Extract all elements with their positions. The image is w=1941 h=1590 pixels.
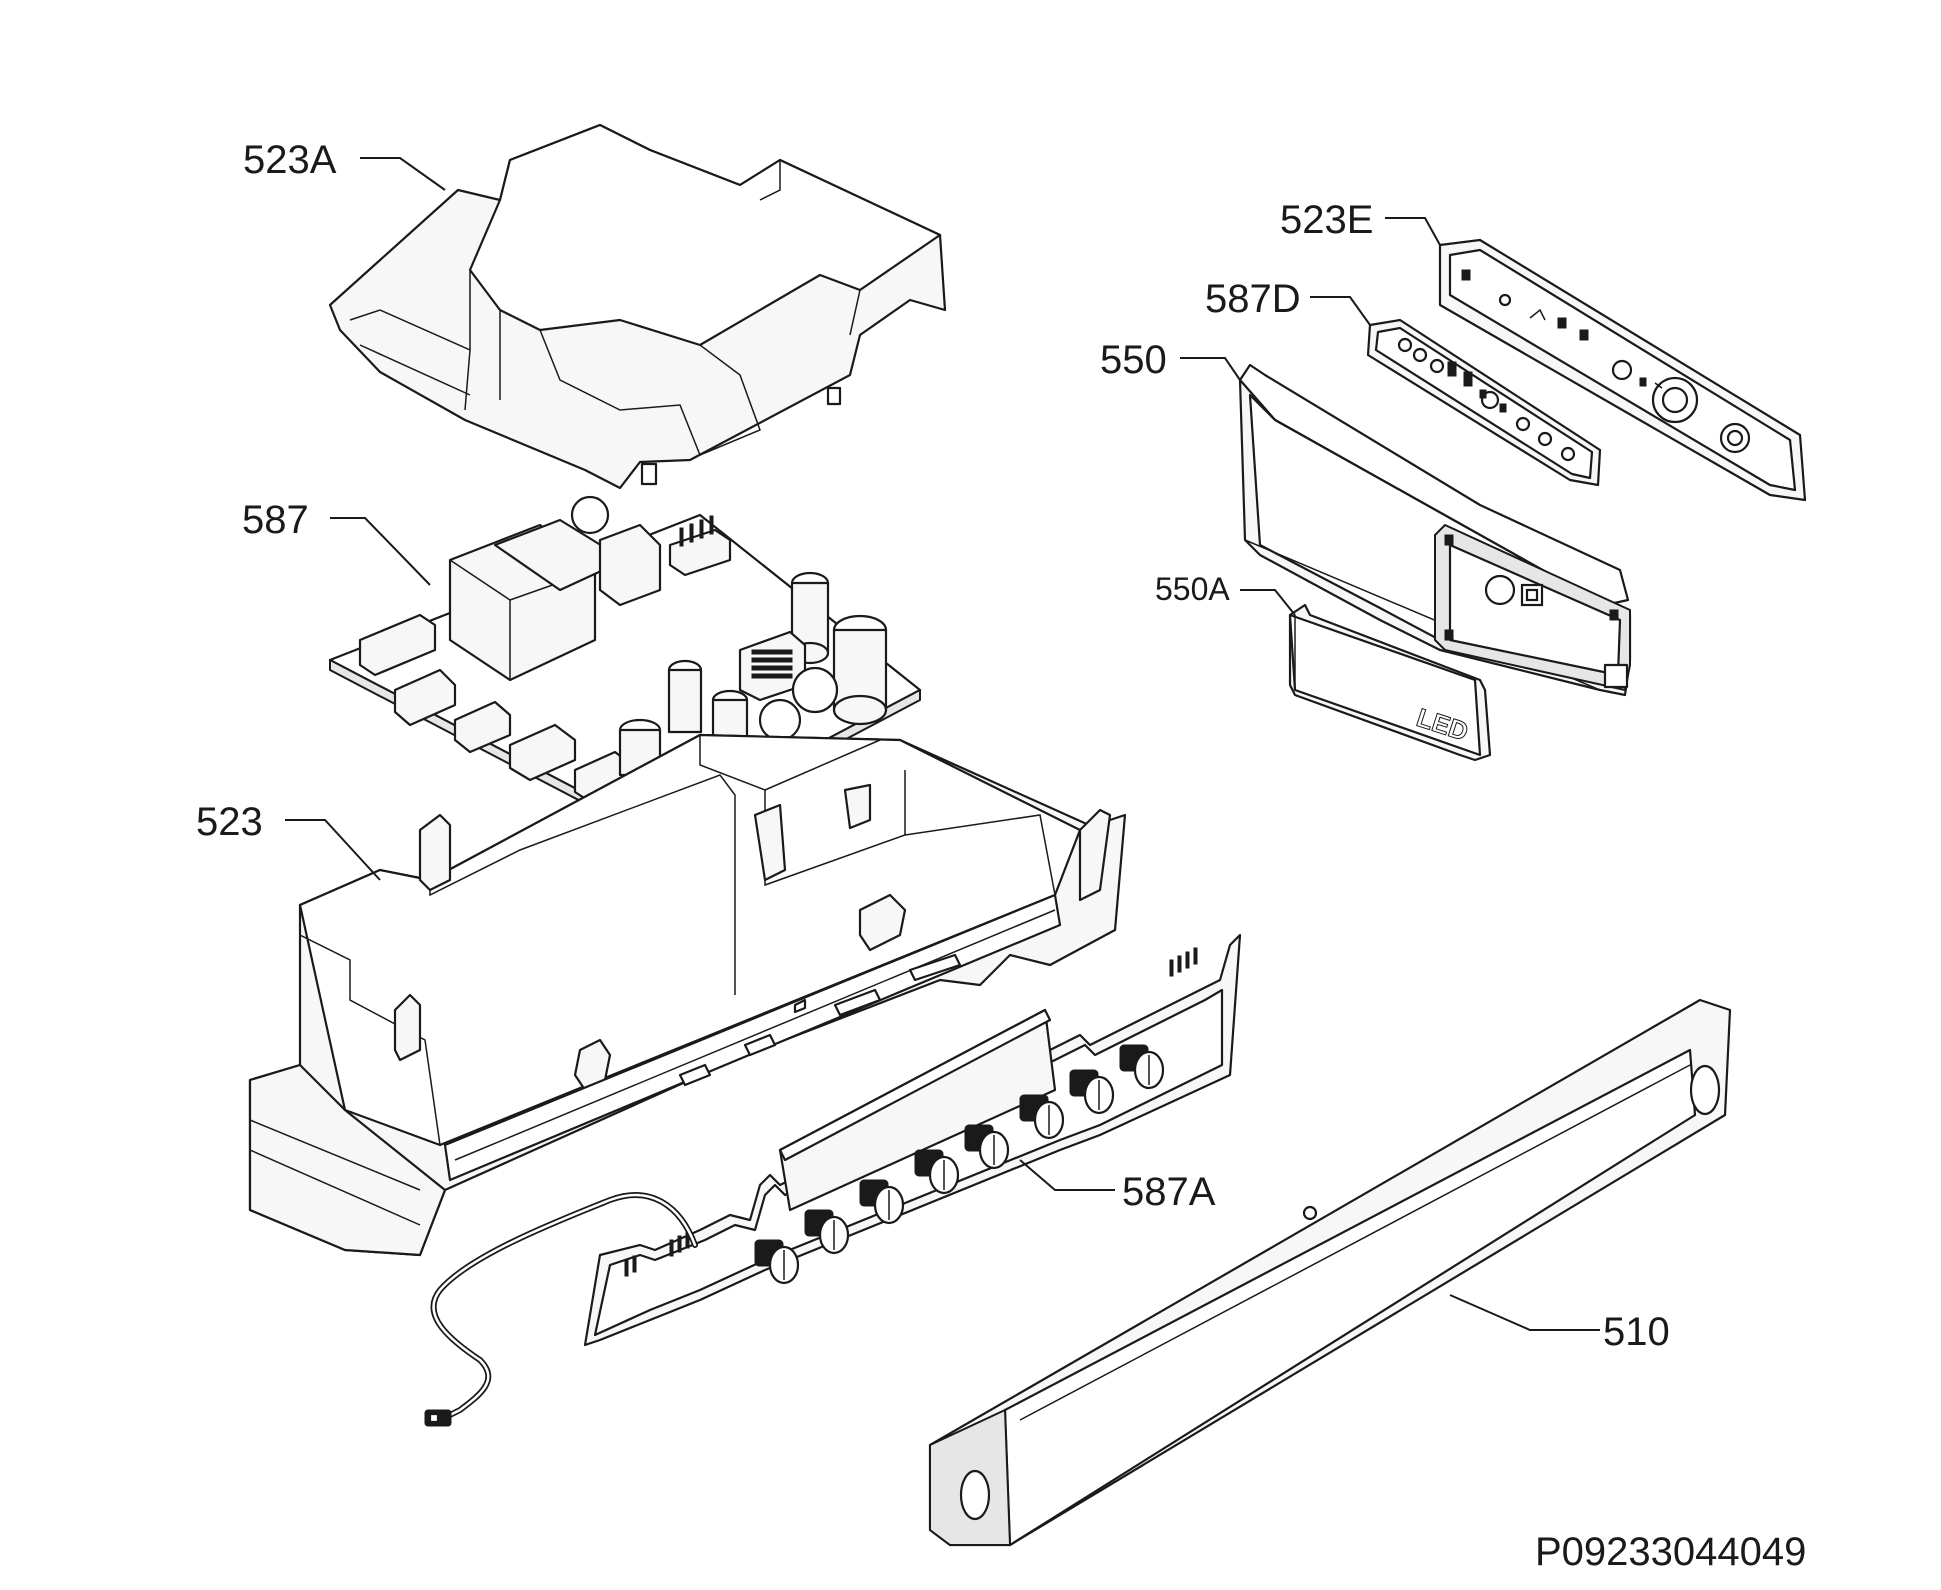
encoder-row [754, 1044, 1165, 1285]
part-labels: 523A 523E 587D 550 587 550A 523 587A 510 [196, 138, 1670, 1354]
label-510: 510 [1603, 1310, 1670, 1354]
label-587A: 587A [1122, 1170, 1216, 1214]
label-587: 587 [242, 498, 309, 542]
drawing-number: P09233044049 [1535, 1530, 1806, 1574]
part-550A-led-cover: LED [1288, 603, 1492, 762]
label-587D: 587D [1205, 277, 1301, 321]
part-523-housing [248, 733, 1127, 1257]
label-550A: 550A [1155, 571, 1230, 607]
label-523: 523 [196, 800, 263, 844]
part-523E-bracket [1438, 238, 1807, 502]
part-523A-top-cover [328, 123, 947, 490]
leader-lines [285, 157, 1600, 1331]
label-550: 550 [1100, 338, 1167, 382]
label-523A: 523A [243, 138, 337, 182]
label-523E: 523E [1280, 198, 1373, 242]
part-587D-small-board [1366, 318, 1602, 487]
part-550-fascia [1238, 363, 1632, 697]
part-510-front-panel [928, 998, 1732, 1547]
part-587A-knob-board [424, 933, 1242, 1427]
